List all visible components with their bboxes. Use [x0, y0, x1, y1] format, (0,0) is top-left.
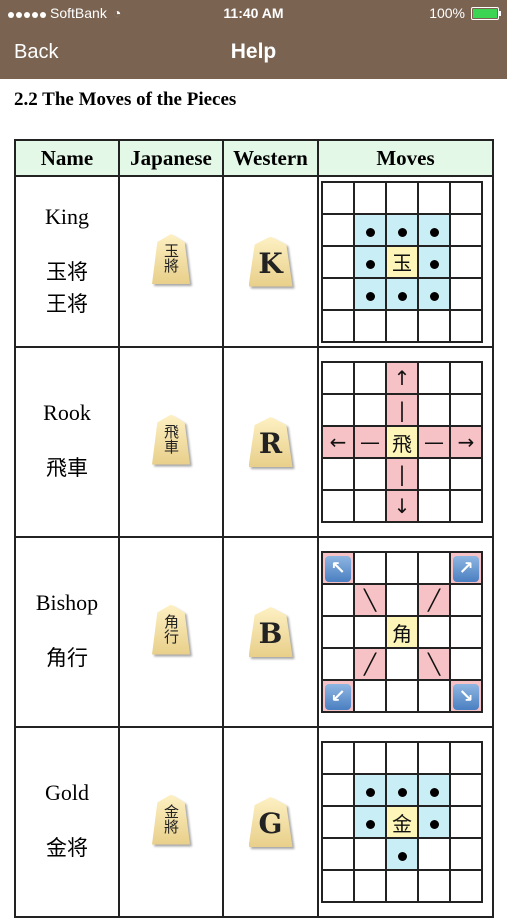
carrier-label: SoftBank — [50, 5, 107, 21]
arrow-up-right-icon: ↗ — [453, 555, 479, 582]
piece-name-en: Gold — [45, 780, 89, 805]
piece-name-en: King — [45, 203, 89, 229]
move-dot-icon — [365, 820, 375, 829]
move-dot-icon — [429, 259, 439, 269]
diagonal-line-icon: ╲ — [353, 583, 387, 617]
table-row: Rook 飛車 飛車 R ↑ | ←—飛—→ | ↓ — [14, 346, 494, 538]
line-horizontal-icon: — — [417, 425, 451, 459]
gold-move-diagram: 金 — [321, 741, 483, 903]
arrow-down-left-icon: ↙ — [325, 683, 351, 710]
arrow-up-left-icon: ↖ — [325, 555, 351, 582]
back-button[interactable]: Back — [14, 41, 59, 63]
piece-center: 玉 — [385, 244, 419, 279]
wifi-icon: ◔ — [112, 5, 122, 21]
bishop-piece-western: B — [248, 607, 293, 657]
gold-piece-japanese: 金將 — [152, 794, 190, 845]
page-title: Help — [230, 40, 277, 63]
navigation-bar: Back Help — [0, 28, 507, 79]
rook-piece-western: R — [248, 417, 293, 467]
diagonal-line-icon: ╱ — [353, 647, 387, 681]
move-dot-icon — [365, 259, 375, 269]
piece-name-en: Bishop — [35, 590, 99, 615]
piece-name-en: Rook — [43, 400, 91, 425]
bishop-piece-japanese: 角行 — [152, 604, 190, 655]
piece-name-jp: 金将 — [46, 836, 88, 860]
king-piece-western: K — [248, 236, 293, 287]
line-horizontal-icon: — — [353, 425, 387, 459]
move-dot-icon — [397, 227, 407, 237]
table-row: Gold 金将 金將 G 金 — [14, 726, 494, 918]
piece-name-jp: 飛車 — [46, 456, 88, 480]
piece-name-jp: 角行 — [46, 646, 88, 670]
diagonal-line-icon: ╲ — [417, 647, 451, 681]
piece-name-jp: 玉将 — [46, 259, 88, 284]
diagonal-line-icon: ╱ — [417, 583, 451, 617]
piece-center: 角 — [385, 615, 419, 649]
gold-piece-western: G — [248, 797, 293, 847]
header-western: Western — [222, 139, 319, 177]
battery-icon — [471, 6, 501, 20]
header-moves: Moves — [317, 139, 494, 177]
rook-move-diagram: ↑ | ←—飛—→ | ↓ — [321, 361, 483, 523]
move-dot-icon — [429, 291, 439, 301]
rook-piece-japanese: 飛車 — [152, 414, 190, 465]
table-row: Bishop 角行 角行 B ↖ ↗ ╲ ╱ 角 ╱ ╲ ↙ ↘ — [14, 536, 494, 728]
piece-name-jp-alt: 王将 — [46, 291, 88, 316]
line-vertical-icon: | — [385, 457, 419, 491]
move-dot-icon — [365, 291, 375, 301]
section-title: 2.2 The Moves of the Pieces — [14, 89, 237, 110]
move-dot-icon — [365, 788, 375, 797]
piece-center: 金 — [385, 805, 419, 839]
move-dot-icon — [397, 852, 407, 861]
move-dot-icon — [429, 820, 439, 829]
arrow-right-icon: → — [449, 425, 483, 459]
arrow-down-right-icon: ↘ — [453, 683, 479, 710]
arrow-down-icon: ↓ — [385, 489, 419, 523]
king-piece-japanese: 玉將 — [152, 234, 190, 284]
status-bar: SoftBank ◔ 11:40 AM 100% — [0, 0, 507, 28]
bishop-move-diagram: ↖ ↗ ╲ ╱ 角 ╱ ╲ ↙ ↘ — [321, 551, 483, 713]
battery-percent: 100% — [429, 5, 465, 21]
pieces-table: Name Japanese Western Moves King 玉将 王将 玉… — [14, 139, 494, 918]
table-row: King 玉将 王将 玉將 K 玉 — [14, 175, 494, 348]
header-japanese: Japanese — [118, 139, 224, 177]
status-time: 11:40 AM — [223, 5, 284, 21]
move-dot-icon — [429, 788, 439, 797]
line-vertical-icon: | — [385, 393, 419, 427]
header-name: Name — [14, 139, 120, 177]
arrow-up-icon: ↑ — [385, 361, 419, 395]
move-dot-icon — [429, 227, 439, 237]
move-dot-icon — [365, 227, 375, 237]
piece-name-cell: King 玉将 王将 — [14, 175, 120, 348]
move-dot-icon — [397, 788, 407, 797]
move-dot-icon — [397, 291, 407, 301]
piece-center: 飛 — [385, 425, 419, 459]
signal-icon — [8, 5, 48, 21]
king-move-diagram: 玉 — [321, 180, 483, 343]
arrow-left-icon: ← — [321, 425, 355, 459]
